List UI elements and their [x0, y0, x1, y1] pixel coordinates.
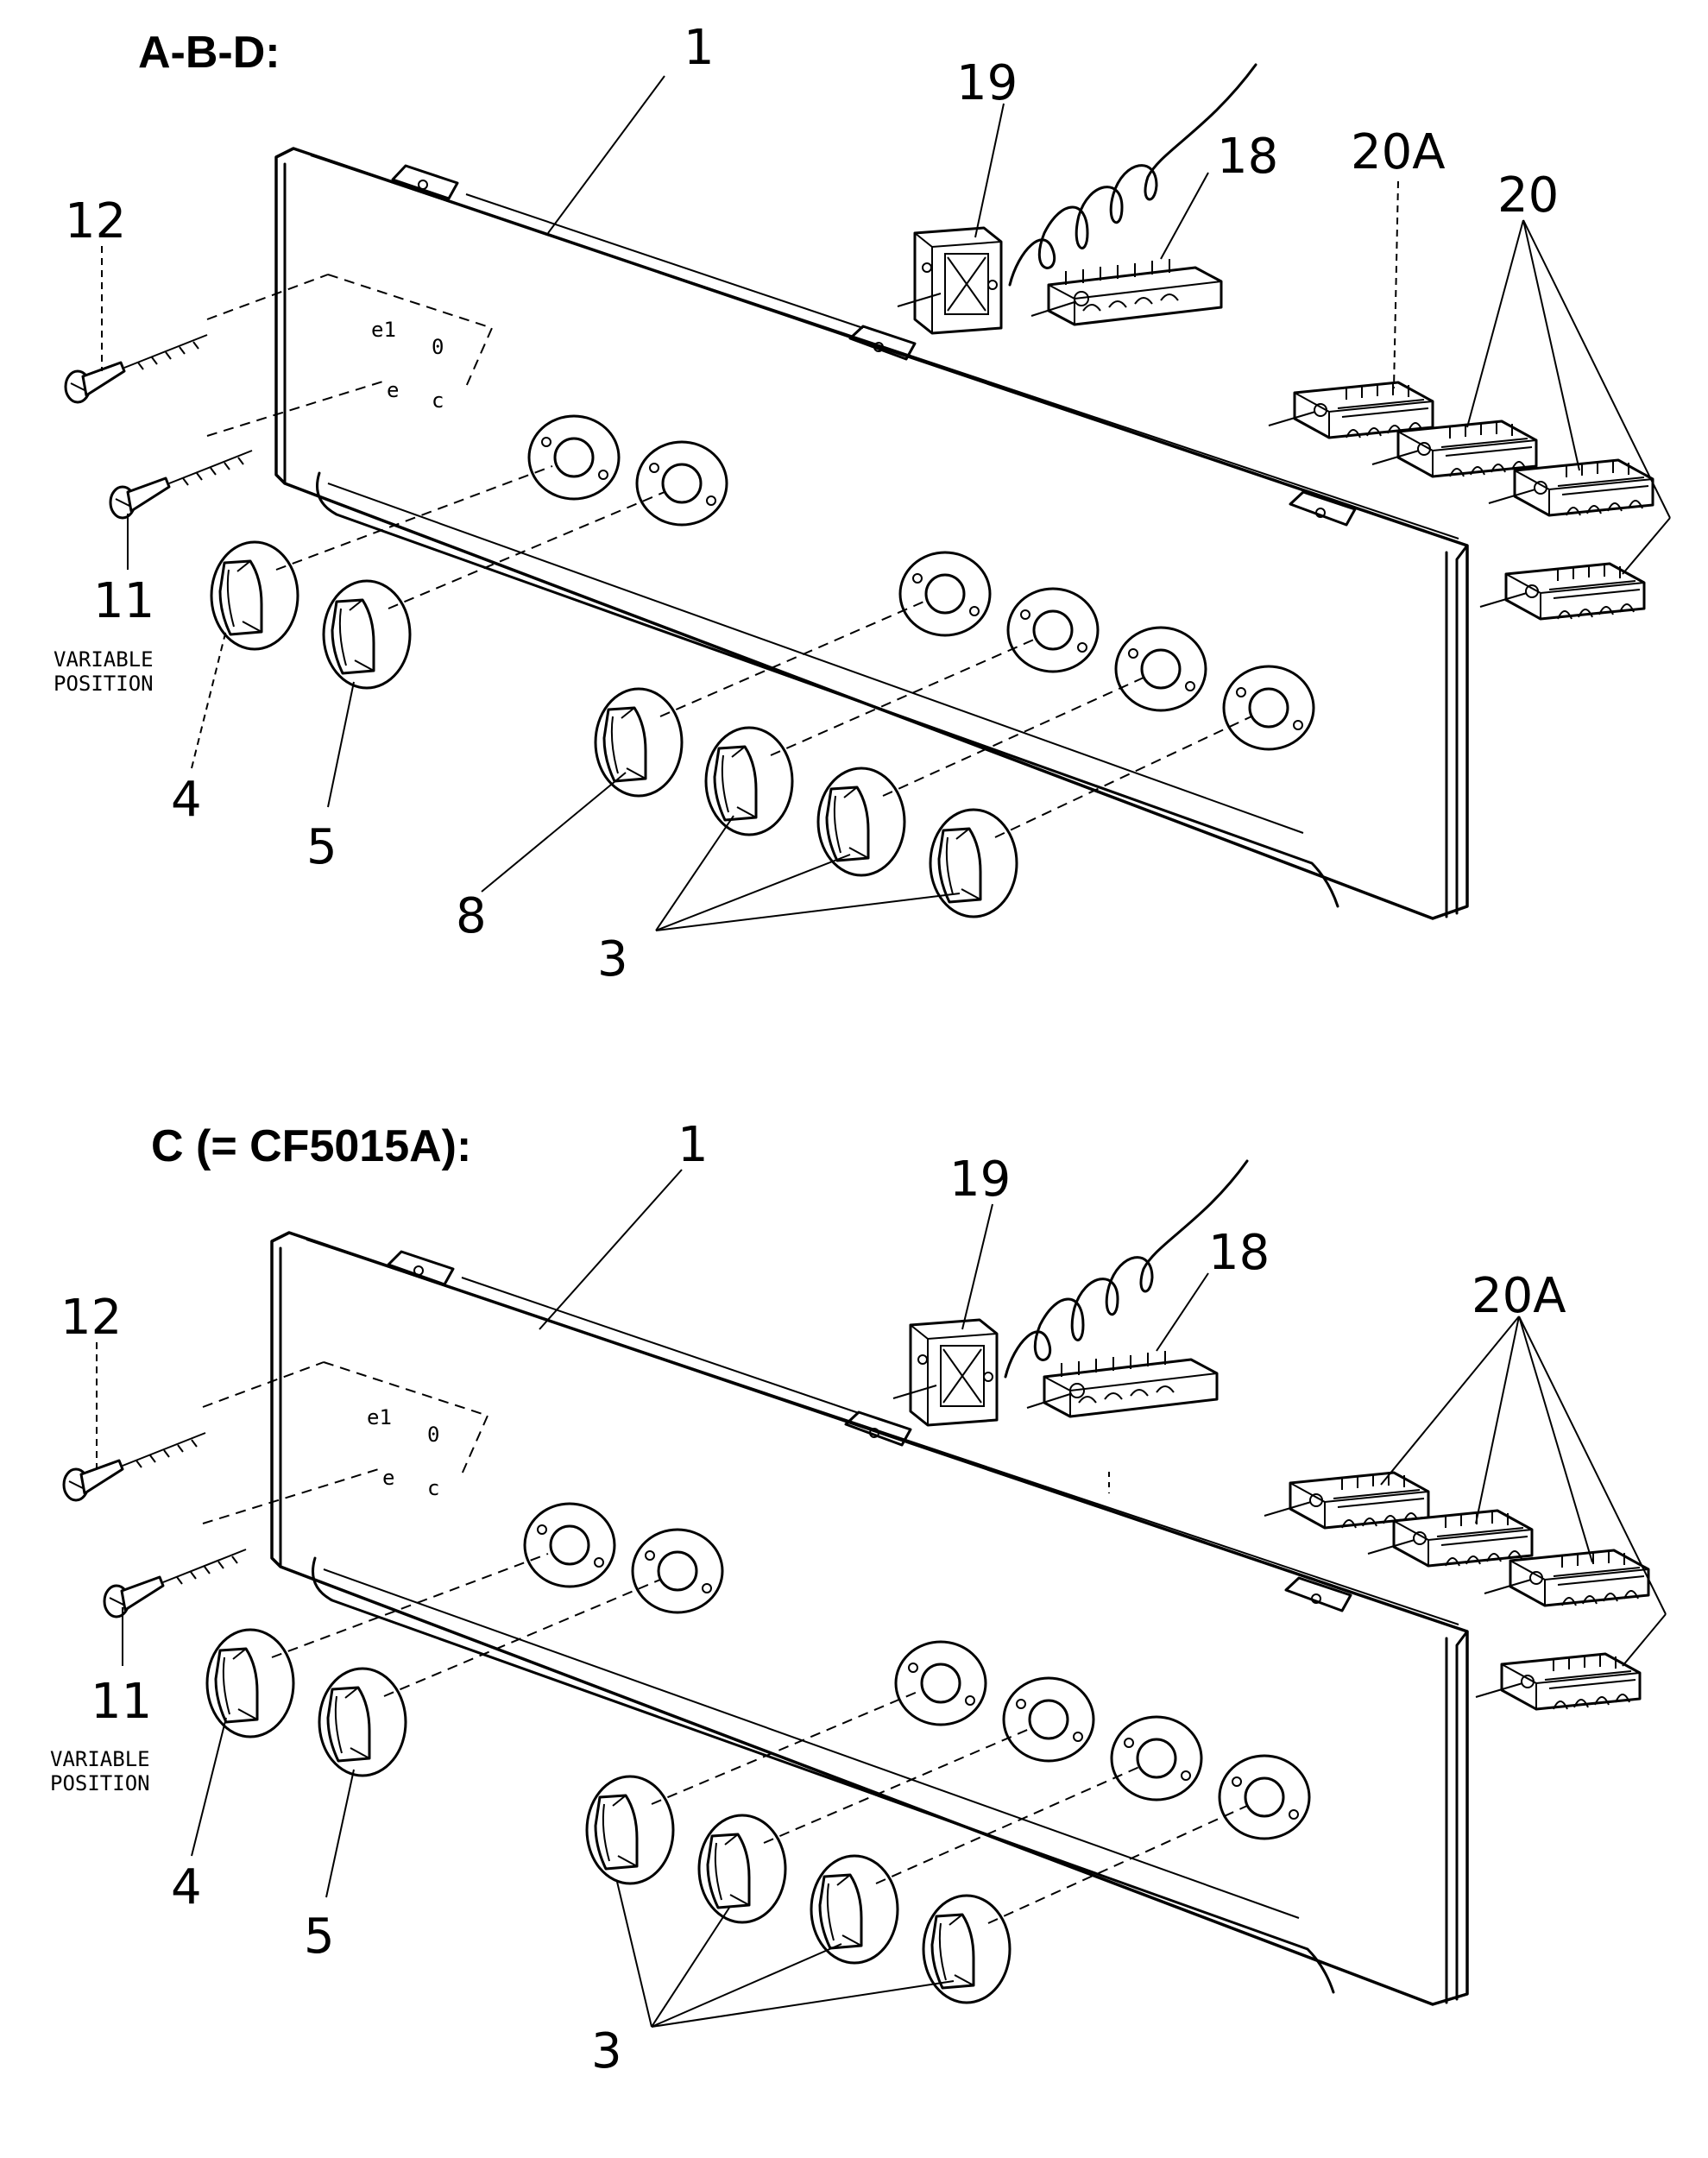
callout-1: 1	[678, 1117, 709, 1173]
connector-18	[1030, 257, 1223, 326]
callout-4: 4	[171, 772, 202, 828]
assembly-lines	[206, 274, 1252, 838]
callout-5: 5	[304, 1909, 335, 1965]
svg-text:0: 0	[432, 335, 444, 359]
callout-20a: 20A	[1351, 124, 1446, 180]
leader-lines	[101, 75, 1671, 931]
note-variable: VARIABLE	[50, 1747, 150, 1771]
callout-18: 18	[1217, 129, 1278, 185]
callout-8: 8	[456, 888, 487, 944]
callout-3: 3	[591, 2023, 622, 2079]
note-position: POSITION	[50, 1771, 150, 1795]
callout-20: 20	[1497, 167, 1559, 224]
switch-19	[896, 226, 1003, 335]
leader-lines	[96, 1169, 1667, 2028]
svg-text:0: 0	[427, 1423, 439, 1447]
callout-4: 4	[171, 1859, 202, 1915]
callout-19: 19	[956, 55, 1018, 111]
switch-19	[892, 1318, 999, 1427]
screw-12	[64, 333, 209, 404]
callout-18: 18	[1208, 1225, 1270, 1281]
screw-11	[103, 1548, 248, 1618]
svg-text:e1: e1	[367, 1405, 392, 1429]
screw-11	[109, 449, 254, 520]
callout-20a: 20A	[1472, 1268, 1566, 1324]
callout-12: 12	[60, 1290, 122, 1346]
callout-12: 12	[65, 193, 126, 249]
callout-11: 11	[91, 1674, 152, 1730]
control-panel: e1 0 e c	[270, 1231, 1469, 2006]
view-c: C (= CF5015A): e1 0 e c	[50, 1117, 1667, 2079]
coil-wire	[1004, 1159, 1249, 1379]
callout-3: 3	[597, 931, 628, 988]
svg-text:c: c	[427, 1476, 439, 1500]
coil-wire	[1008, 63, 1257, 287]
connector-18	[1025, 1349, 1219, 1418]
screw-12	[62, 1431, 207, 1502]
note-variable: VARIABLE	[54, 647, 154, 672]
assembly-lines	[202, 1361, 1248, 1924]
view-title: A-B-D:	[138, 28, 280, 78]
callouts: 1 19 18 20A 20 12 11 4 5 8 3 VARIABLE PO…	[54, 20, 1559, 988]
callouts: 1 19 18 20A 12 11 4 5 3 VARIABLE POSITIO…	[50, 1117, 1566, 2079]
control-panel: e1 0 e c	[274, 147, 1469, 920]
svg-text:e1: e1	[371, 318, 396, 342]
note-position: POSITION	[54, 672, 154, 696]
callout-11: 11	[93, 573, 154, 629]
svg-text:e: e	[387, 378, 399, 402]
svg-text:c: c	[432, 388, 444, 413]
view-abd: A-B-D: e1 0 e c	[54, 20, 1671, 988]
callout-19: 19	[949, 1152, 1011, 1208]
callout-1: 1	[684, 20, 715, 76]
callout-5: 5	[306, 819, 337, 875]
view-title: C (= CF5015A):	[151, 1121, 471, 1171]
svg-text:e: e	[382, 1466, 394, 1490]
